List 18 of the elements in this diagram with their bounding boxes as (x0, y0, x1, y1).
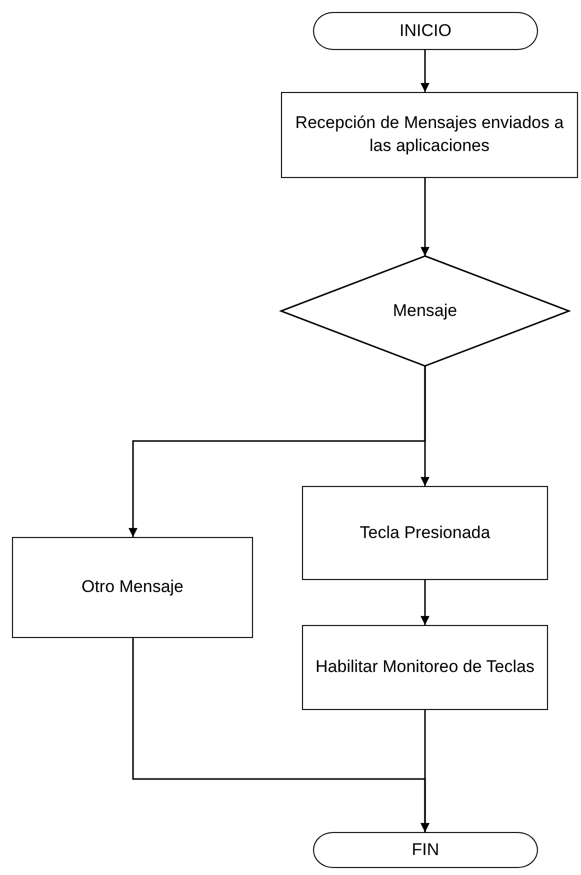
process-box (281, 92, 578, 178)
process-box (302, 625, 548, 710)
process-box (302, 486, 548, 580)
node-label: Otro Mensaje (81, 576, 184, 598)
node-label: Habilitar Monitoreo de Teclas (316, 656, 534, 678)
terminal-shape (313, 12, 538, 50)
node-label: FIN (412, 838, 440, 861)
arrow (128, 366, 426, 537)
arrow (420, 580, 430, 625)
arrow (420, 178, 430, 256)
arrow (132, 638, 430, 832)
node-label: Recepción de Mensajes enviados a las aplicaciones (294, 112, 565, 157)
process-box (12, 537, 253, 638)
node-label: Tecla Presionada (360, 522, 490, 544)
terminal-shape (313, 832, 538, 868)
arrow (420, 50, 430, 92)
node-label: Mensaje (392, 300, 458, 322)
node-label: INICIO (400, 20, 452, 42)
